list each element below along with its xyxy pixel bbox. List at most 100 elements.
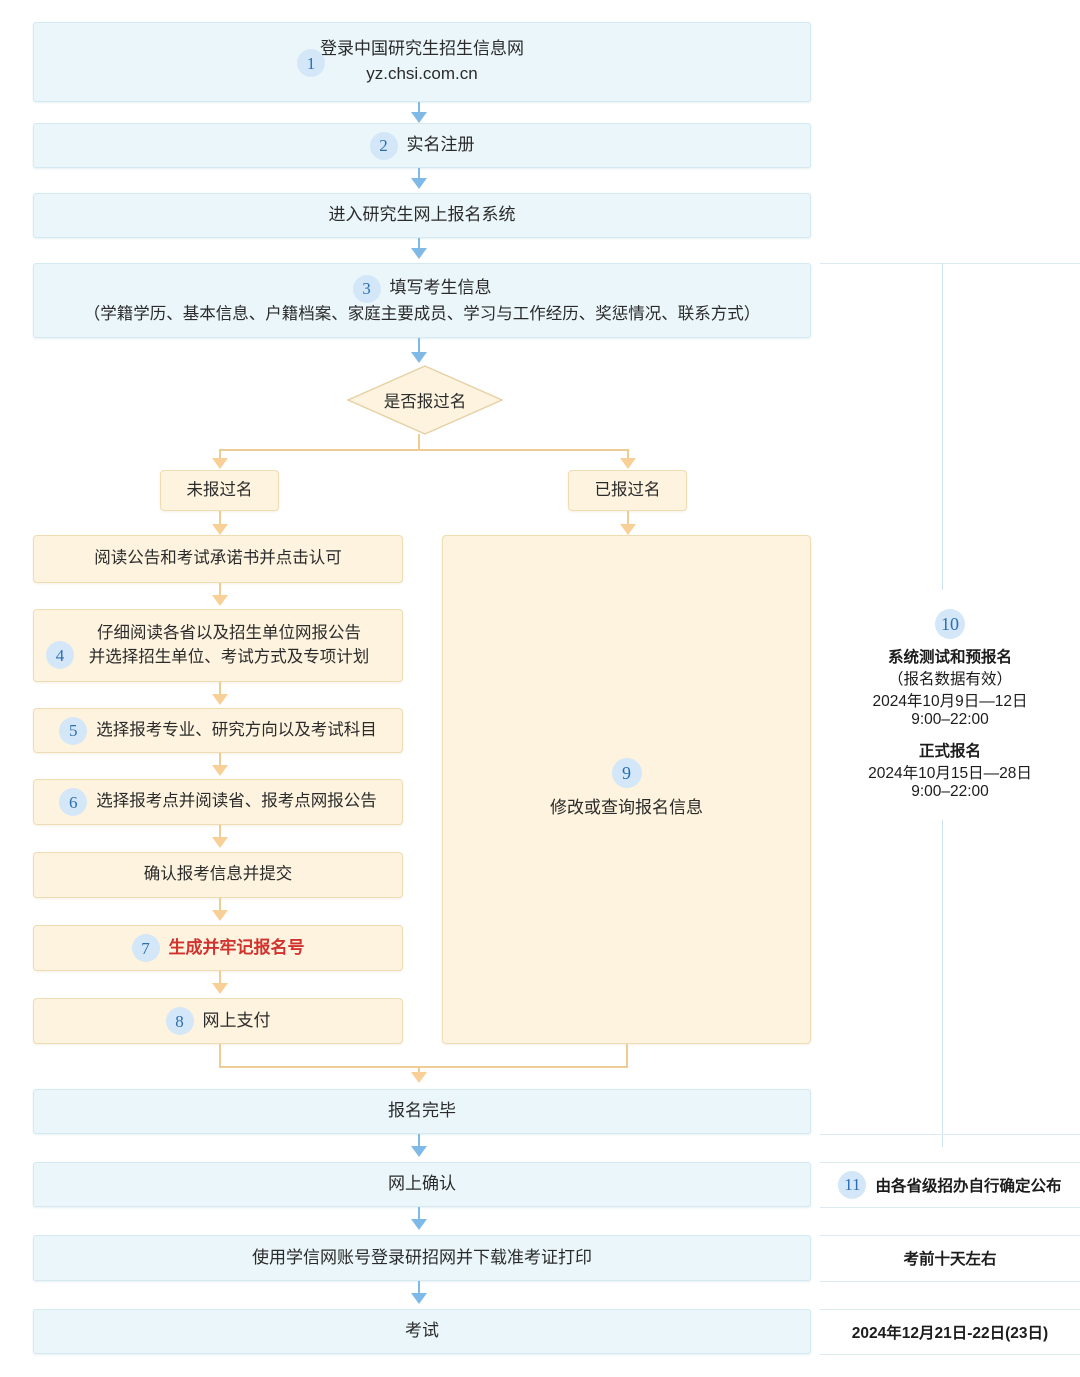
arrow-down-icon [212,910,228,921]
timeline-registration-dates: 10 系统测试和预报名 （报名数据有效） 2024年10月9日—12日 9:00… [820,600,1080,810]
connector-branchyes-step [627,511,629,527]
timeline-divider [820,1281,1080,1282]
node-generate-registration-number-label: 生成并牢记报名号 [168,937,305,957]
node-registration-complete-label: 报名完毕 [388,1101,456,1121]
timeline-divider [820,1162,1080,1163]
node-exam-label: 考试 [405,1321,439,1341]
connector-decision-split [219,449,628,451]
node-fill-info[interactable]: 3 填写考生信息 （学籍学历、基本信息、户籍档案、家庭主要成员、学习与工作经历、… [33,263,811,338]
timeline-online-confirmation: 11 由各省级招办自行确定公布 [820,1162,1080,1207]
node-read-announcement-label: 阅读公告和考试承诺书并点击认可 [94,549,342,568]
arrow-down-icon [411,248,427,259]
step-badge-6: 6 [59,788,88,816]
node-select-major[interactable]: 5 选择报考专业、研究方向以及考试科目 [33,708,403,753]
timeline-admission-ticket-text: 考前十天左右 [903,1251,997,1268]
arrow-down-icon [212,458,228,469]
step-badge-5: 5 [59,716,88,745]
connector-tail-2-3 [418,1207,420,1221]
arrow-down-icon [620,524,636,535]
node-confirm-submit[interactable]: 确认报考信息并提交 [33,852,403,898]
node-select-major-label: 选择报考专业、研究方向以及考试科目 [96,720,377,739]
connector-register-system [418,168,420,180]
timeline-pretest-title: 系统测试和预报名 [887,649,1012,666]
node-fill-info-line2: （学籍学历、基本信息、户籍档案、家庭主要成员、学习与工作经历、奖惩情况、联系方式… [83,304,761,323]
timeline-divider [820,1134,1080,1135]
arrow-down-icon [212,595,228,606]
connector-merge-stem [418,1066,420,1074]
timeline-exam-date-text: 2024年12月21日-22日(23日) [851,1324,1049,1342]
arrow-down-icon [411,1072,427,1083]
branch-no-label: 未报过名 [186,480,253,499]
arrow-down-icon [411,112,427,123]
connector-decision-stem [418,434,420,450]
connector-lb-3-4 [219,753,221,768]
node-registration-complete[interactable]: 报名完毕 [33,1089,811,1134]
node-login-line2: yz.chsi.com.cn [366,64,478,83]
node-exam[interactable]: 考试 [33,1309,811,1354]
connector-lb-1-2 [219,583,221,598]
node-download-admission-ticket-label: 使用学信网账号登录研招网并下载准考证打印 [252,1247,592,1267]
node-download-admission-ticket[interactable]: 使用学信网账号登录研招网并下载准考证打印 [33,1235,811,1281]
connector-branchno-step [219,511,221,527]
connector-decision-right [627,449,629,461]
connector-tail-1-2 [418,1134,420,1148]
step-badge-2: 2 [369,131,398,160]
branch-label-already-registered[interactable]: 已报过名 [568,470,687,511]
node-login-line1: 登录中国研究生招生信息网 [320,39,524,59]
connector-lb-5-6 [219,898,221,913]
node-select-exam-site-label: 选择报考点并阅读省、报考点网报公告 [96,792,377,811]
arrow-down-icon [212,765,228,776]
timeline-divider [820,1207,1080,1208]
timeline-formal-date: 2024年10月15日—28日 [868,765,1032,782]
timeline-divider [820,263,1080,264]
timeline-vertical-line-lower [942,820,943,1147]
node-register-label: 实名注册 [406,135,475,155]
timeline-divider [820,1309,1080,1310]
arrow-down-icon [620,458,636,469]
step-badge-1: 1 [297,49,325,77]
node-register[interactable]: 2 实名注册 [33,123,811,168]
node-online-payment-label: 网上支付 [202,1010,271,1030]
node-read-province-line1: 仔细阅读各省以及招生单位网报公告 [97,623,361,642]
connector-decision-left [219,449,221,461]
step-badge-7: 7 [131,934,160,962]
arrow-down-icon [212,524,228,535]
node-modify-query-label: 修改或查询报名信息 [550,798,703,818]
timeline-pretest-time: 9:00–22:00 [911,711,989,728]
branch-label-not-registered[interactable]: 未报过名 [160,470,279,511]
arrow-down-icon [411,1293,427,1304]
node-modify-query-registration[interactable]: 9 修改或查询报名信息 [442,535,811,1044]
node-enter-system[interactable]: 进入研究生网上报名系统 [33,193,811,238]
connector-lb-4-5 [219,825,221,840]
decision-registered-before[interactable]: 是否报过名 [347,365,503,435]
node-fill-info-line1: 填写考生信息 [389,278,492,298]
connector-fillinfo-decision [418,338,420,356]
node-generate-registration-number[interactable]: 7 生成并牢记报名号 [33,925,403,971]
timeline-pretest-date: 2024年10月9日—12日 [872,693,1028,710]
step-badge-9: 9 [611,758,642,789]
connector-merge-right [626,1044,628,1068]
decision-label: 是否报过名 [383,393,467,411]
arrow-down-icon [212,983,228,994]
timeline-admission-ticket: 考前十天左右 [820,1235,1080,1281]
arrow-down-icon [411,352,427,363]
arrow-down-icon [411,1219,427,1230]
timeline-formal-time: 9:00–22:00 [911,783,989,800]
node-online-confirmation[interactable]: 网上确认 [33,1162,811,1207]
timeline-pretest-note: （报名数据有效） [887,671,1012,688]
step-badge-3: 3 [352,274,381,303]
timeline-divider [820,1354,1080,1355]
arrow-down-icon [212,694,228,705]
branch-yes-label: 已报过名 [594,480,661,499]
node-confirm-submit-label: 确认报考信息并提交 [143,865,293,884]
node-read-announcement[interactable]: 阅读公告和考试承诺书并点击认可 [33,535,403,583]
node-online-payment[interactable]: 8 网上支付 [33,998,403,1044]
node-read-province-line2: 并选择招生单位、考试方式及专项计划 [88,647,370,666]
node-read-province-announcement[interactable]: 4 仔细阅读各省以及招生单位网报公告 并选择招生单位、考试方式及专项计划 [33,609,403,682]
node-login[interactable]: 1 登录中国研究生招生信息网 yz.chsi.com.cn [33,22,811,102]
step-badge-10: 10 [935,609,965,639]
node-select-exam-site[interactable]: 6 选择报考点并阅读省、报考点网报公告 [33,779,403,825]
connector-merge-bar [219,1066,628,1068]
connector-tail-3-4 [418,1281,420,1295]
step-badge-4: 4 [46,641,74,669]
